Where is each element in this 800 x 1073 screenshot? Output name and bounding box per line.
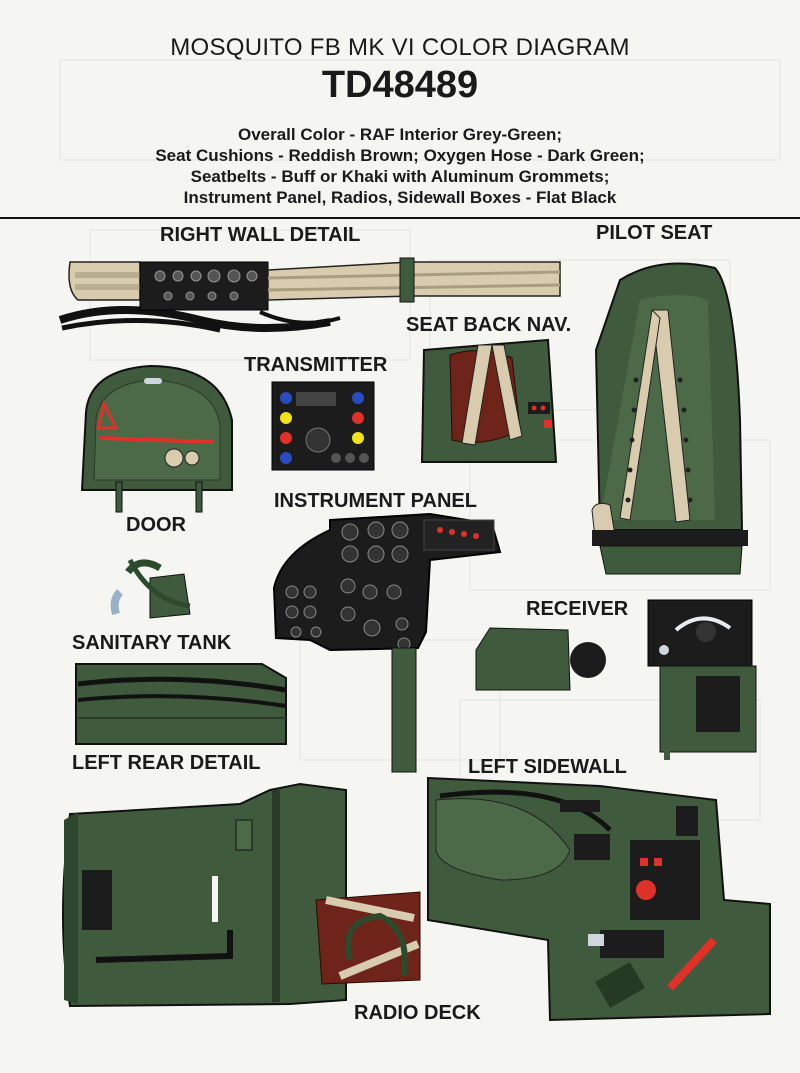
label-receiver: RECEIVER [526,598,629,620]
diagram-title: MOSQUITO FB MK VI COLOR DIAGRAM [170,34,630,61]
label-left-sidewall: LEFT SIDEWALL [468,756,627,778]
color-note-line: Seatbelts - Buff or Khaki with Aluminum … [190,167,610,186]
label-right-wall-detail: RIGHT WALL DETAIL [160,224,361,246]
color-notes: Overall Color - RAF Interior Grey-Green;… [0,124,800,208]
left-rear-detail-art [75,663,287,745]
label-radio-deck: RADIO DECK [354,1002,481,1024]
transmitter-art [271,381,375,471]
diagram-header: MOSQUITO FB MK VI COLOR DIAGRAM TD48489 … [0,0,800,218]
label-sanitary-tank: SANITARY TANK [72,632,232,654]
sanitary-tank-art [110,558,191,619]
label-seat-back-nav: SEAT BACK NAV. [406,314,572,336]
label-door: DOOR [126,514,186,536]
header-divider [0,217,800,219]
color-note-line: Overall Color - RAF Interior Grey-Green; [237,125,562,144]
diagram-code: TD48489 [321,64,479,106]
receiver-art [475,599,757,760]
radio-deck-art [62,782,421,1008]
door-art [80,364,233,513]
pilot-seat-art [591,262,748,575]
label-transmitter: TRANSMITTER [244,354,388,376]
instrument-panel-art [272,512,502,773]
seat-back-nav-art [420,338,558,463]
color-note-line: Seat Cushions - Reddish Brown; Oxygen Ho… [155,146,645,165]
color-note-line: Instrument Panel, Radios, Sidewall Boxes… [183,188,617,207]
right-wall-detail-art [58,257,561,333]
label-instrument-panel: INSTRUMENT PANEL [274,490,477,512]
label-pilot-seat: PILOT SEAT [596,222,713,244]
label-left-rear-detail: LEFT REAR DETAIL [72,752,261,774]
left-sidewall-art [427,776,771,1022]
